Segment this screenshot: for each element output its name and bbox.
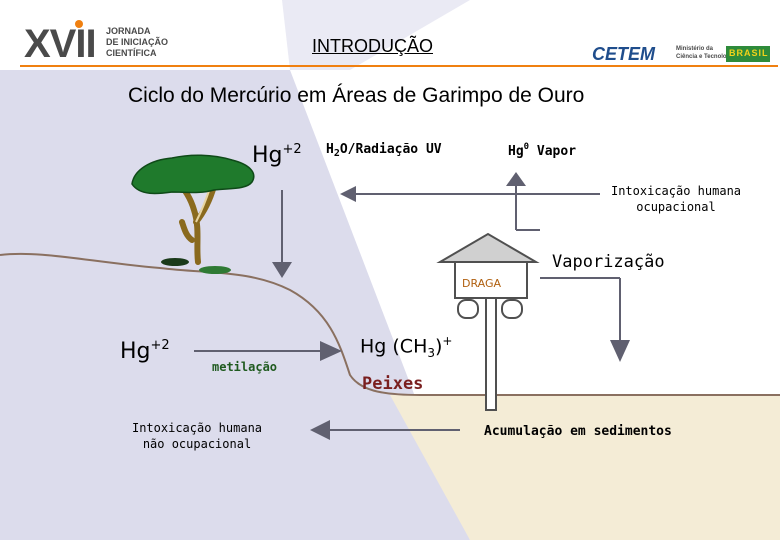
- intox-nao-ocupacional-line-2: não ocupacional: [142, 437, 252, 451]
- hg0-vapor-label: Hg0 Vapor: [508, 142, 576, 159]
- arrowhead-hg0-up: [506, 172, 526, 186]
- arrowhead-peixes-left: [310, 420, 330, 440]
- event-logo: XVII JORNADA DE INICIAÇÃO CIENTÍFICA: [24, 20, 174, 66]
- tree: [131, 154, 255, 274]
- arrowhead-hg-down: [272, 262, 292, 278]
- hg-left-label: Hg+2: [120, 338, 170, 364]
- hg0-vapor-pre: Hg: [508, 144, 524, 159]
- event-name-line-2: DE INICIAÇÃO: [106, 37, 169, 47]
- ground-line: [0, 252, 780, 396]
- arrowhead-vaporizacao-down: [610, 340, 630, 362]
- intox-nao-ocupacional-line-1: Intoxicação humana: [131, 421, 263, 435]
- hg-top-label: Hg+2: [252, 142, 302, 168]
- header-rule: [20, 65, 778, 67]
- intox-ocupacional-line-2: ocupacional: [636, 200, 716, 214]
- h2o-uv-post: O/Radiação UV: [339, 142, 442, 157]
- dredge: [436, 232, 540, 411]
- event-name-line-3: CIENTÍFICA: [106, 48, 157, 58]
- logo-dot-icon: [75, 20, 83, 28]
- event-name-line-1: JORNADA: [106, 26, 151, 36]
- hg-ch3-post: ): [435, 335, 443, 358]
- event-number: XVII: [24, 22, 97, 66]
- partner-logos: CETEM Ministério da Ciência e Tecnologia…: [592, 44, 772, 66]
- acumulacao-label: Acumulação em sedimentos: [484, 424, 672, 439]
- peixes-label: Peixes: [362, 374, 424, 394]
- cetem-logo: CETEM: [592, 44, 655, 64]
- arrowhead-top-left: [340, 186, 356, 202]
- hg-left-base: Hg: [120, 339, 151, 364]
- metilacao-label: metilação: [212, 360, 278, 374]
- ministry-line-2: Ciência e Tecnologia: [676, 54, 736, 60]
- section-title: INTRODUÇÃO: [312, 36, 433, 56]
- brasil-flag-text: BRASIL: [729, 48, 769, 58]
- hg-top-base: Hg: [252, 143, 283, 168]
- h2o-uv-label: H2O/Radiação UV: [326, 142, 442, 159]
- hg-ch3-label: Hg (CH3)+: [360, 334, 452, 360]
- intox-ocupacional-label: Intoxicação humana ocupacional: [606, 183, 746, 215]
- hg-left-charge: +2: [150, 338, 170, 353]
- hg-ch3-sup: +: [442, 334, 453, 348]
- intox-ocupacional-line-1: Intoxicação humana: [610, 184, 742, 198]
- hg-ch3-pre: Hg (CH: [360, 335, 428, 358]
- ministry-line-1: Ministério da: [676, 46, 714, 52]
- sand-panel: [390, 395, 780, 540]
- hg0-vapor-post: Vapor: [529, 144, 577, 159]
- arrowhead-metilacao: [320, 341, 342, 361]
- hg-ch3-sub: 3: [427, 346, 435, 361]
- sky-panel: [0, 0, 282, 70]
- draga-label: DRAGA: [462, 277, 502, 290]
- diagram-title: Ciclo do Mercúrio em Áreas de Garimpo de…: [128, 84, 585, 107]
- h2o-uv-sub: 2: [333, 148, 340, 159]
- vaporizacao-label: Vaporização: [552, 252, 665, 272]
- brasil-flag: BRASIL: [726, 46, 770, 62]
- hg0-vapor-sup: 0: [523, 142, 530, 152]
- sky-wedge: [282, 0, 470, 70]
- hg-top-charge: +2: [282, 142, 302, 157]
- sky-panel-left: [0, 70, 470, 540]
- intox-nao-ocupacional-label: Intoxicação humana não ocupacional: [122, 420, 272, 452]
- h2o-uv-pre: H: [326, 142, 334, 157]
